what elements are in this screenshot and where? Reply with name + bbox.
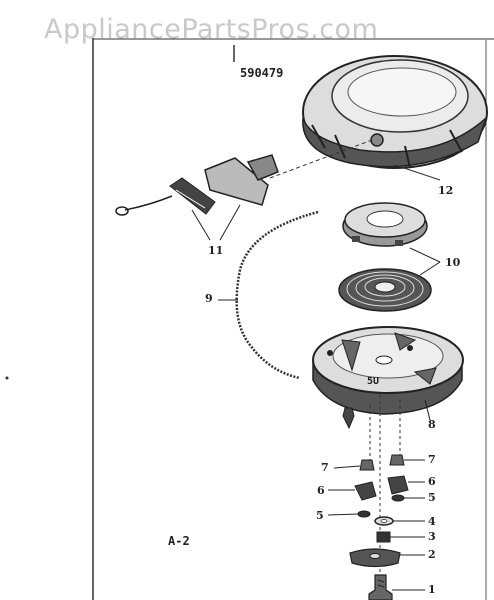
pawl-pin-right	[389, 454, 405, 466]
callout-12: 12	[438, 184, 454, 197]
callout-6-left: 6	[317, 484, 325, 497]
callout-10: 10	[445, 256, 461, 269]
pawl-spring-right	[391, 494, 405, 502]
starter-housing	[302, 55, 488, 169]
callout-5-right: 5	[428, 491, 436, 504]
callout-7-right: 7	[428, 453, 436, 466]
pulley: 5U	[312, 326, 464, 415]
pawl-pin-left	[359, 459, 375, 471]
callout-2: 2	[428, 548, 436, 561]
brake-spring	[376, 531, 391, 543]
pawl-right	[387, 475, 409, 495]
starter-rope	[235, 210, 319, 380]
watermark: AppliancePartsPros.com	[44, 14, 379, 45]
svg-text:5U: 5U	[367, 376, 379, 387]
callout-11: 11	[208, 244, 224, 257]
pawl-spring-left	[357, 510, 371, 518]
callout-4: 4	[428, 515, 436, 528]
diagram-number: 590479	[240, 66, 284, 80]
pawl-left	[354, 481, 377, 501]
callout-6-right: 6	[428, 475, 436, 488]
starter-handle	[115, 154, 279, 216]
callout-3: 3	[428, 530, 436, 543]
callout-1: 1	[428, 583, 436, 596]
callout-8: 8	[428, 418, 436, 431]
callout-5-left: 5	[316, 509, 324, 522]
spring-cover	[342, 202, 428, 247]
callout-7-left: 7	[321, 461, 329, 474]
callout-9: 9	[205, 292, 213, 305]
center-screw	[368, 574, 393, 600]
figure-label: A-2	[168, 534, 190, 548]
recoil-spring	[338, 268, 432, 312]
